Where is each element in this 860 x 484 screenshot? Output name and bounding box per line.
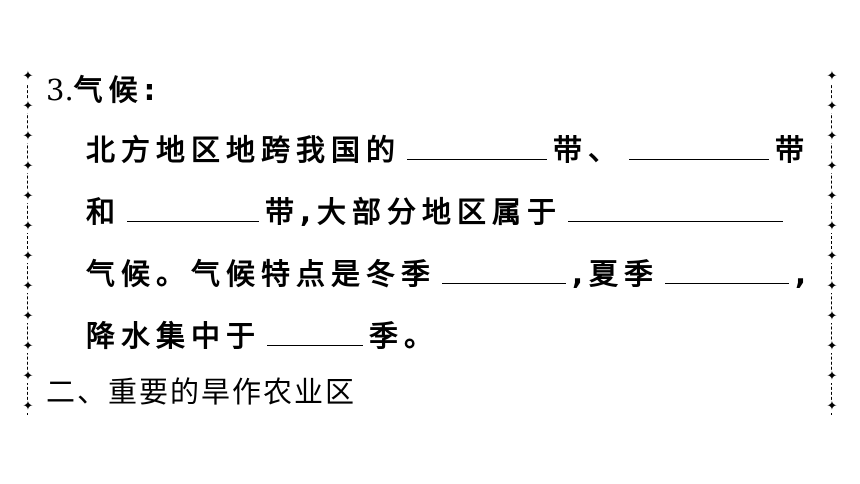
blank-rainy-season[interactable] [267,319,364,346]
border-star-icon: ✦ [826,399,838,414]
line-4-end: 季。 [369,319,440,353]
section-2-heading: 二、重要的旱作农业区 [46,374,356,410]
border-star-icon: ✦ [22,159,34,174]
line-1-text: 北方地区地跨我国的 [86,133,402,167]
border-star-icon: ✦ [826,369,838,384]
border-star-icon: ✦ [826,99,838,114]
right-decorative-border: ✦ ✦ ✦ ✦ ✦ ✦ ✦ ✦ ✦ ✦ ✦ ✦ [826,70,838,415]
border-star-icon: ✦ [22,399,34,414]
question-line-4: 降水集中于 季。 [86,318,439,354]
line-1-end: 带 [775,133,811,167]
section-2-title: 二、重要的旱作农业区 [46,375,357,409]
blank-temperature-zone-3[interactable] [127,195,260,222]
left-decorative-border: ✦ ✦ ✦ ✦ ✦ ✦ ✦ ✦ ✦ ✦ ✦ ✦ [22,70,34,415]
border-star-icon: ✦ [826,309,838,324]
right-border-rule [831,70,833,415]
border-star-icon: ✦ [826,249,838,264]
blank-climate-type[interactable] [568,195,784,222]
line-3-end: , [795,257,813,291]
section-title: 气候: [73,73,162,107]
border-star-icon: ✦ [22,339,34,354]
border-star-icon: ✦ [22,69,34,84]
blank-winter-feature[interactable] [442,257,567,284]
question-line-3: 气候。气候特点是冬季 ,夏季, [86,256,812,292]
question-line-1: 北方地区地跨我国的 带、 带 [86,132,810,168]
border-star-icon: ✦ [22,219,34,234]
border-star-icon: ✦ [826,159,838,174]
border-star-icon: ✦ [826,189,838,204]
line-3-text: 气候。气候特点是冬季 [86,257,437,291]
line-4-text: 降水集中于 [86,319,262,353]
section-number: 3. [46,73,74,107]
border-star-icon: ✦ [826,129,838,144]
border-star-icon: ✦ [826,279,838,294]
border-star-icon: ✦ [22,309,34,324]
line-2-start: 和 [86,195,122,229]
blank-summer-feature[interactable] [665,257,790,284]
left-border-rule [27,70,29,415]
section-3-heading: 3.气候: [46,72,161,108]
line-3-connector: ,夏季 [572,257,660,291]
border-star-icon: ✦ [22,279,34,294]
blank-temperature-zone-2[interactable] [629,133,770,160]
border-star-icon: ✦ [826,219,838,234]
border-star-icon: ✦ [22,249,34,264]
border-star-icon: ✦ [22,129,34,144]
line-1-connector: 带、 [553,133,624,167]
line-2-text: 带,大部分地区属于 [265,195,563,229]
blank-temperature-zone-1[interactable] [407,133,548,160]
border-star-icon: ✦ [22,369,34,384]
border-star-icon: ✦ [22,189,34,204]
border-star-icon: ✦ [826,339,838,354]
question-line-2: 和 带,大部分地区属于 [86,194,789,230]
border-star-icon: ✦ [826,69,838,84]
border-star-icon: ✦ [22,99,34,114]
